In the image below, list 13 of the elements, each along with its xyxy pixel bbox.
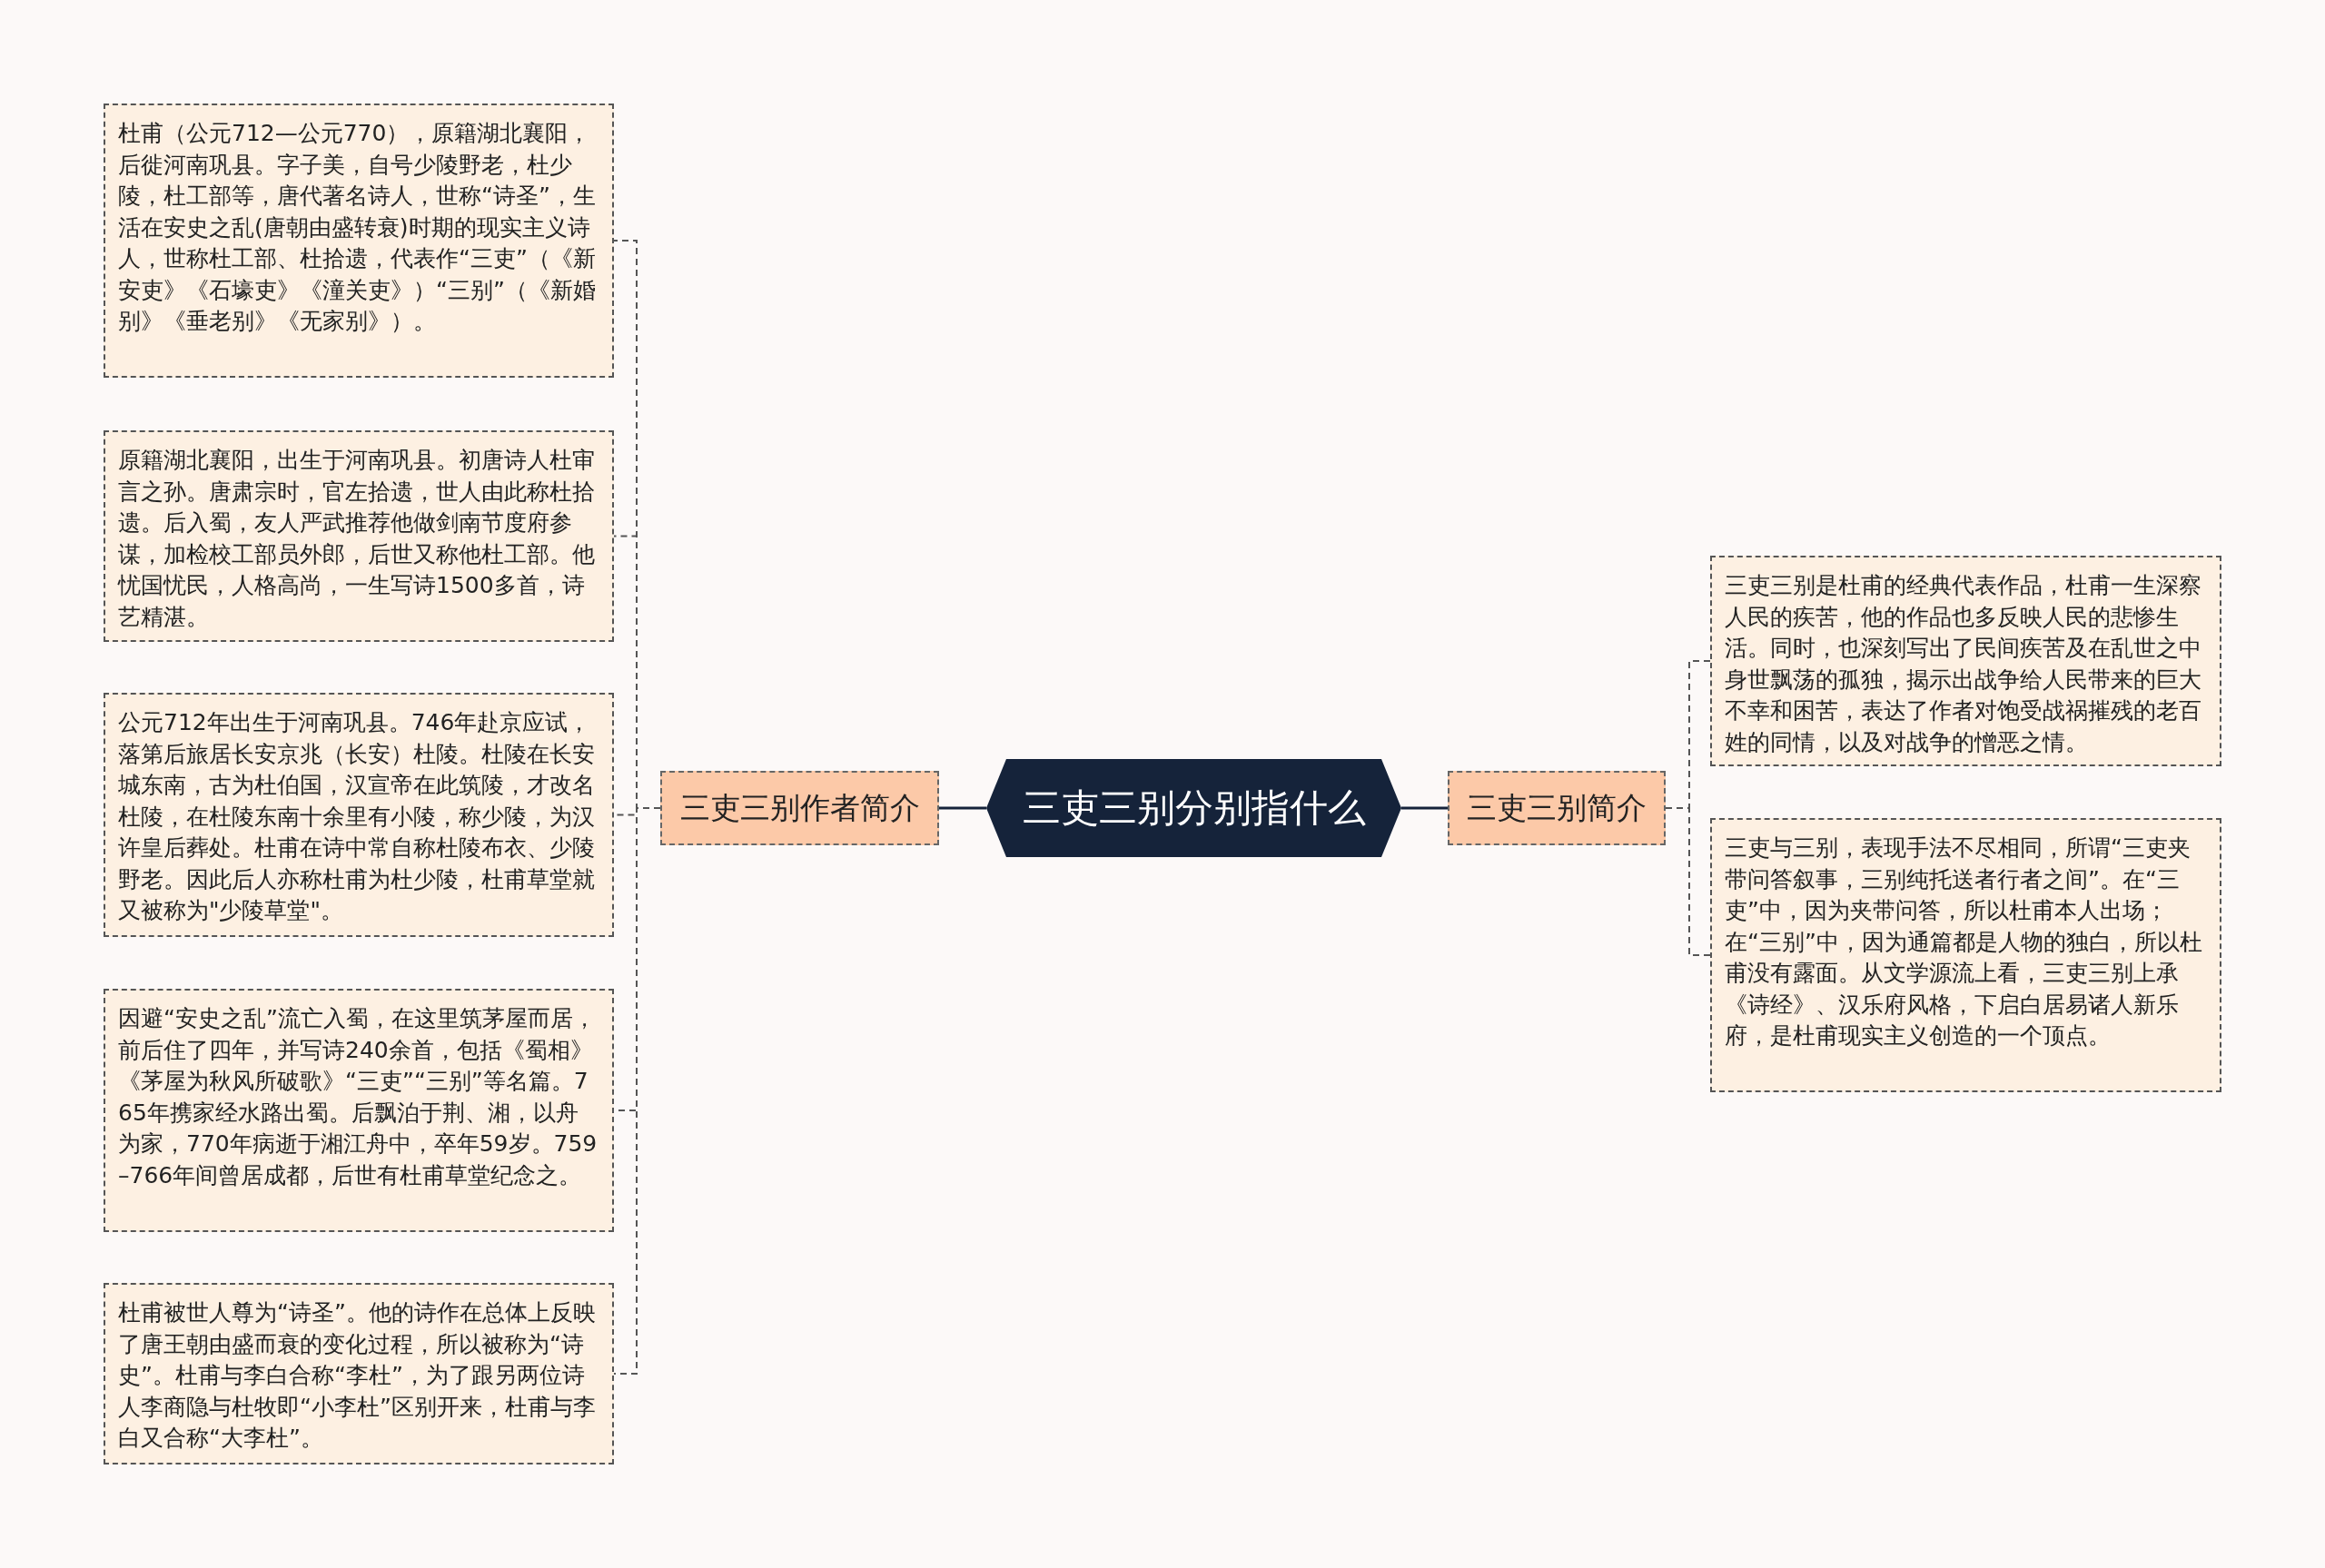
note-box: 三吏与三别，表现手法不尽相同，所谓“三吏夹带问答叙事，三别纯托送者行者之间”。在“三吏”中，因为夹带问答，所以杜甫本人出场；在“三别”中，因为通篇都是人物的独白，所以杜甫没有露面。从文学源流上看，三吏三别上承《诗经》、汉乐府风格，下启白居易诸人新乐府，是杜甫现实主义创造的一个顶点。	[1710, 818, 2221, 1092]
note-box: 公元712年出生于河南巩县。746年赴京应试，落第后旅居长安京兆（长安）杜陵。杜陵在长安城东南，古为杜伯国，汉宣帝在此筑陵，才改名杜陵，在杜陵东南十余里有小陵，称少陵，为汉许皇后葬处。杜甫在诗中常自称杜陵布衣、少陵野老。因此后人亦称杜甫为杜少陵，杜甫草堂就又被称为"少陵草堂"。	[104, 693, 614, 937]
connector-line	[1665, 807, 1711, 956]
branch-box: 三吏三别简介	[1448, 771, 1666, 845]
note-box: 因避“安史之乱”流亡入蜀，在这里筑茅屋而居，前后住了四年，并写诗240余首，包括《蜀相》《茅屋为秋风所破歌》“三吏”“三别”等名篇。765年携家经水路出蜀。后飘泊于荆、湘，以舟为家，770年病逝于湘江舟中，卒年59岁。759–766年间曾居成都，后世有杜甫草堂纪念之。	[104, 989, 614, 1232]
note-box: 杜甫（公元712—公元770），原籍湖北襄阳，后徙河南巩县。字子美，自号少陵野老，杜少陵，杜工部等，唐代著名诗人，世称“诗圣”，生活在安史之乱(唐朝由盛转衰)时期的现实主义诗人，世称杜工部、杜拾遗，代表作“三吏”（《新安吏》《石壕吏》《潼关吏》）“三别”（《新婚别》《垂老别》《无家别》）。	[104, 104, 614, 378]
note-box: 三吏三别是杜甫的经典代表作品，杜甫一生深察人民的疾苦，他的作品也多反映人民的悲惨生活。同时，也深刻写出了民间疾苦及在乱世之中身世飘荡的孤独，揭示出战争给人民带来的巨大不幸和困苦，表达了作者对饱受战祸摧残的老百姓的同情，以及对战争的憎恶之情。	[1710, 556, 2221, 766]
note-box: 杜甫被世人尊为“诗圣”。他的诗作在总体上反映了唐王朝由盛而衰的变化过程，所以被称为“诗史”。杜甫与李白合称“李杜”，为了跟另两位诗人李商隐与杜牧即“小李杜”区别开来，杜甫与李白又合称“大李杜”。	[104, 1283, 614, 1464]
topic-box: 三吏三别分别指什么	[986, 759, 1401, 857]
connector-line	[939, 806, 986, 810]
note-box: 原籍湖北襄阳，出生于河南巩县。初唐诗人杜审言之孙。唐肃宗时，官左拾遗，世人由此称杜拾遗。后入蜀，友人严武推荐他做剑南节度府参谋，加检校工部员外郎，后世又称他杜工部。他忧国忧民，人格高尚，一生写诗1500多首，诗艺精湛。	[104, 430, 614, 642]
branch-box: 三吏三别作者简介	[660, 771, 939, 845]
connector-line	[1401, 806, 1448, 810]
